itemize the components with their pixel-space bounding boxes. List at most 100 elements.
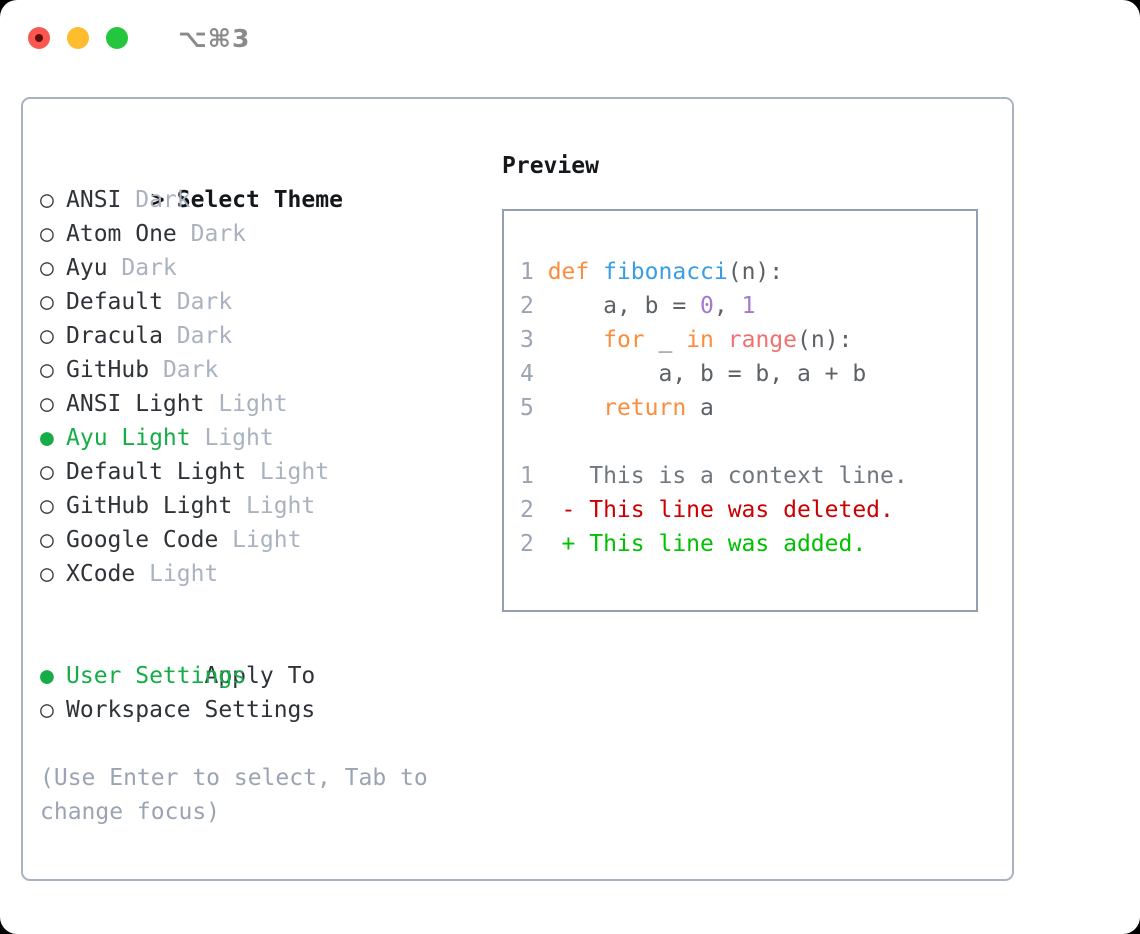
- radio-selected-icon: ●: [40, 663, 54, 689]
- diff-line-ctx: 1 This is a context line.: [520, 459, 976, 493]
- maximize-button[interactable]: [106, 27, 128, 49]
- radio-unselected-icon: ○: [40, 493, 54, 519]
- theme-variant-badge: Dark: [176, 221, 247, 247]
- minimize-button[interactable]: [67, 27, 89, 49]
- line-number: 4: [520, 361, 548, 387]
- radio-unselected-icon: ○: [40, 697, 54, 723]
- code-token: for: [603, 327, 645, 353]
- radio-unselected-icon: ○: [40, 357, 54, 383]
- select-theme-heading-label: Select Theme: [176, 187, 343, 213]
- theme-variant-badge: Light: [190, 425, 274, 451]
- theme-option-dracula[interactable]: ○ Dracula Dark: [40, 319, 500, 353]
- theme-option-google-code[interactable]: ○ Google Code Light: [40, 523, 500, 557]
- theme-option-list: ○ANSI Dark○Atom One Dark○Ayu Dark○Defaul…: [40, 183, 500, 591]
- apply-to-heading-label: Apply To: [204, 663, 316, 689]
- line-number: 2: [520, 293, 548, 319]
- theme-variant-badge: Light: [218, 527, 302, 553]
- diff-line-text: This is a context line.: [561, 463, 908, 489]
- line-number: 5: [520, 395, 548, 421]
- preview-pane: Preview 1 def fibonacci(n):2 a, b = 0, 1…: [502, 149, 992, 612]
- theme-option-label: Default Light: [66, 459, 247, 485]
- code-line: 3 for _ in range(n):: [520, 323, 976, 357]
- theme-option-label: Ayu Light: [66, 425, 191, 451]
- code-token: [548, 327, 603, 353]
- theme-list-pane: >Select Theme ○ANSI Dark○Atom One Dark○A…: [40, 149, 500, 829]
- theme-option-label: Google Code: [66, 527, 219, 553]
- theme-variant-badge: Dark: [162, 323, 233, 349]
- line-number: 1: [520, 463, 562, 489]
- diff-sample: 1 This is a context line. 2 - This line w…: [520, 459, 976, 561]
- code-token: (n):: [797, 327, 853, 353]
- theme-variant-badge: Light: [204, 391, 288, 417]
- code-token: a, b =: [547, 293, 701, 319]
- theme-option-label: ANSI: [66, 187, 122, 213]
- line-number: 2: [520, 531, 562, 557]
- radio-unselected-icon: ○: [40, 187, 54, 213]
- title-bar: ⌥⌘3: [0, 0, 1140, 76]
- close-button[interactable]: [28, 27, 50, 49]
- keyboard-shortcut-label: ⌥⌘3: [178, 23, 251, 53]
- preview-spacer: [520, 425, 976, 459]
- diff-line-add: 2 + This line was added.: [520, 527, 976, 561]
- apply-to-option-workspace-settings[interactable]: ○ Workspace Settings: [40, 693, 500, 727]
- select-theme-heading: >Select Theme: [40, 149, 500, 213]
- code-token: range: [727, 327, 797, 353]
- help-hint-text: (Use Enter to select, Tab to change focu…: [40, 765, 428, 825]
- radio-unselected-icon: ○: [40, 459, 54, 485]
- code-line: 2 a, b = 0, 1: [520, 289, 976, 323]
- theme-option-label: Dracula: [66, 323, 163, 349]
- theme-option-default-light[interactable]: ○ Default Light Light: [40, 455, 500, 489]
- radio-unselected-icon: ○: [40, 323, 54, 349]
- code-token: return: [603, 395, 687, 421]
- code-line: 5 return a: [520, 391, 976, 425]
- code-token: [548, 395, 603, 421]
- code-line: 4 a, b = b, a + b: [520, 357, 976, 391]
- theme-option-github-light[interactable]: ○ GitHub Light Light: [40, 489, 500, 523]
- theme-variant-badge: Light: [135, 561, 219, 587]
- theme-option-label: ANSI Light: [66, 391, 205, 417]
- radio-unselected-icon: ○: [40, 289, 54, 315]
- apply-to-group: Apply To ●User Settings ○ Workspace Settin…: [40, 625, 500, 727]
- apply-to-heading: Apply To: [40, 625, 500, 689]
- code-token: 0: [700, 293, 714, 319]
- apply-to-option-list: ●User Settings ○ Workspace Settings: [40, 659, 500, 727]
- code-line: 1 def fibonacci(n):: [520, 255, 976, 289]
- theme-option-xcode[interactable]: ○XCode Light: [40, 557, 500, 591]
- line-number: 1: [520, 259, 548, 285]
- theme-option-atom-one[interactable]: ○Atom One Dark: [40, 217, 500, 251]
- preview-heading: Preview: [502, 153, 599, 179]
- code-token: in: [686, 327, 714, 353]
- radio-unselected-icon: ○: [40, 527, 54, 553]
- theme-option-github[interactable]: ○GitHub Dark: [40, 353, 500, 387]
- theme-option-default[interactable]: ○Default Dark: [40, 285, 500, 319]
- code-token: a, b = b, a + b: [547, 361, 867, 387]
- theme-variant-badge: Light: [246, 459, 330, 485]
- code-token: ,: [713, 293, 742, 319]
- theme-option-label: Ayu: [66, 255, 108, 281]
- radio-unselected-icon: ○: [40, 255, 54, 281]
- theme-variant-badge: Light: [232, 493, 316, 519]
- diff-line-text: - This line was deleted.: [561, 497, 894, 523]
- code-token: fibonacci: [603, 259, 728, 285]
- theme-option-label: XCode: [66, 561, 136, 587]
- diff-line-text: + This line was added.: [561, 531, 867, 557]
- apply-to-option-user-settings[interactable]: ●User Settings: [40, 659, 500, 693]
- theme-option-ansi-light[interactable]: ○ ANSI Light Light: [40, 387, 500, 421]
- window-controls: [28, 27, 128, 49]
- theme-option-label: GitHub Light: [66, 493, 233, 519]
- apply-to-option-label: Workspace Settings: [66, 697, 316, 723]
- theme-option-label: Atom One: [66, 221, 177, 247]
- radio-selected-icon: ●: [40, 425, 54, 451]
- radio-unselected-icon: ○: [40, 391, 54, 417]
- code-token: [714, 327, 728, 353]
- theme-option-label: Default: [66, 289, 163, 315]
- line-number: 2: [520, 497, 562, 523]
- code-token: _: [644, 327, 687, 353]
- close-icon: [35, 34, 43, 42]
- theme-variant-badge: Dark: [121, 187, 191, 213]
- code-token: 1: [741, 293, 756, 319]
- theme-option-ayu[interactable]: ○Ayu Dark: [40, 251, 500, 285]
- theme-option-ayu-light[interactable]: ● Ayu Light Light: [40, 421, 500, 455]
- theme-option-ansi[interactable]: ○ ANSI Dark: [40, 183, 500, 217]
